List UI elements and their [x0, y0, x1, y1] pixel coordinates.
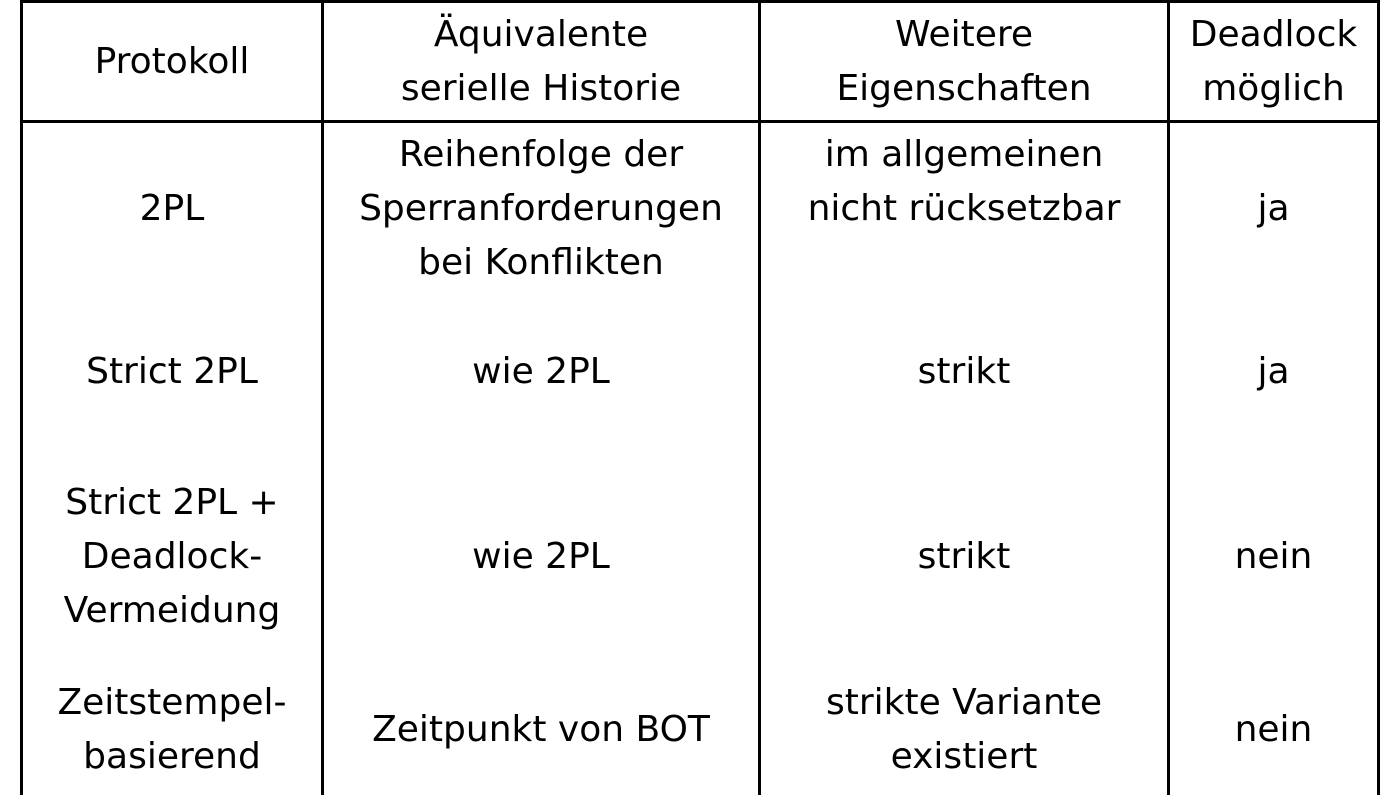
cell-eigenschaften: im allgemeinen nicht rücksetzbar — [758, 121, 1170, 295]
header-deadlock: Deadlock möglich — [1167, 0, 1380, 123]
cell-historie: wie 2PL — [321, 449, 761, 665]
table-row: Zeitstempel- basierend Zeitpunkt von BOT… — [20, 664, 1380, 795]
header-protokoll: Protokoll — [20, 0, 324, 123]
cell-eigenschaften: strikte Variante existiert — [758, 664, 1170, 795]
cell-protokoll: 2PL — [20, 121, 324, 295]
cell-historie: Zeitpunkt von BOT — [321, 664, 761, 795]
cell-deadlock: ja — [1167, 294, 1380, 450]
cell-eigenschaften: strikt — [758, 449, 1170, 665]
cell-deadlock: nein — [1167, 664, 1380, 795]
cell-protokoll: Zeitstempel- basierend — [20, 664, 324, 795]
table-header-row: Protokoll Äquivalente serielle Historie … — [20, 0, 1380, 123]
table-row: 2PL Reihenfolge der Sperranforderungen b… — [20, 121, 1380, 295]
cell-deadlock: ja — [1167, 121, 1380, 295]
cell-eigenschaften: strikt — [758, 294, 1170, 450]
cell-protokoll: Strict 2PL — [20, 294, 324, 450]
cell-protokoll: Strict 2PL + Deadlock- Vermeidung — [20, 449, 324, 665]
table-row: Strict 2PL + Deadlock- Vermeidung wie 2P… — [20, 449, 1380, 665]
comparison-table-container: Protokoll Äquivalente serielle Historie … — [20, 0, 1380, 796]
cell-historie: wie 2PL — [321, 294, 761, 450]
cell-deadlock: nein — [1167, 449, 1380, 665]
cell-historie: Reihenfolge der Sperranforderungen bei K… — [321, 121, 761, 295]
header-historie: Äquivalente serielle Historie — [321, 0, 761, 123]
protocol-comparison-table: Protokoll Äquivalente serielle Historie … — [20, 0, 1380, 795]
header-eigenschaften: Weitere Eigenschaften — [758, 0, 1170, 123]
table-row: Strict 2PL wie 2PL strikt ja — [20, 294, 1380, 450]
